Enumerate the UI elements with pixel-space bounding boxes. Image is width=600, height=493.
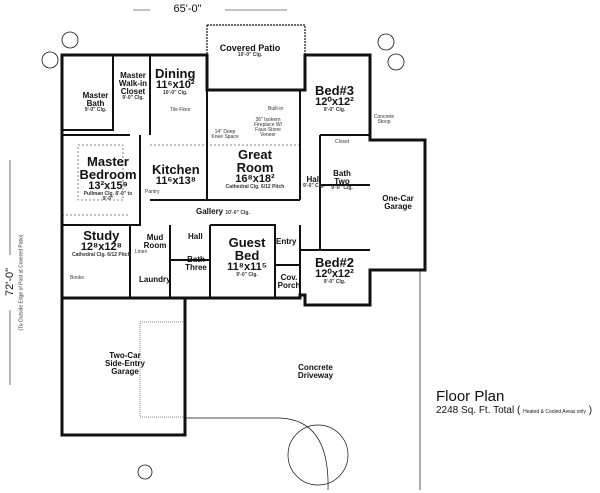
note-built-in: Built-in [268, 106, 284, 112]
room-one-car-garage: One-Car Garage [382, 194, 414, 211]
note-fireplace: 36" Isokern Fireplace W/ Faux-Stone Vene… [253, 117, 283, 138]
note-knee-space: 14" Deep Knee Space [211, 129, 239, 140]
note-linen: Linen [135, 249, 148, 255]
shrub-icons [41, 31, 405, 480]
plan-area-note: Heated & Cooled Areas only [523, 409, 586, 415]
room-bath-three: Bath Three [185, 255, 207, 272]
plan-title: Floor Plan [436, 388, 505, 405]
room-two-car-garage: Two-Car Side-Entry Garage [104, 351, 145, 376]
room-mud-room: Mud Room [143, 233, 167, 250]
depth-dimension-note: (To Outside Edge of Post at Covered Pati… [18, 234, 25, 331]
room-laundry: Laundry [139, 275, 171, 284]
note-pantry: Pantry [145, 189, 160, 195]
plan-area: 2248 Sq. Ft. Total ( Heated & Cooled Are… [436, 405, 593, 416]
concrete-driveway: Concrete Driveway [297, 363, 334, 380]
note-concrete-stoop: Concrete Stoop [373, 114, 395, 125]
room-entry: Entry [276, 237, 297, 246]
depth-dimension: 72'-0" [4, 267, 16, 297]
note-books: Books [70, 275, 84, 281]
room-gallery: Gallery 10'-0" Clg. [196, 207, 250, 216]
driveway-edge [184, 298, 329, 491]
room-hall-west: Hall [188, 232, 203, 241]
room-cov-porch: Cov. Porch [277, 273, 301, 290]
note-tile-floor: Tile Floor [170, 107, 191, 113]
note-closet: Closet [335, 139, 350, 145]
tree-icon [287, 424, 349, 486]
width-dimension: 65'-0" [173, 3, 202, 15]
